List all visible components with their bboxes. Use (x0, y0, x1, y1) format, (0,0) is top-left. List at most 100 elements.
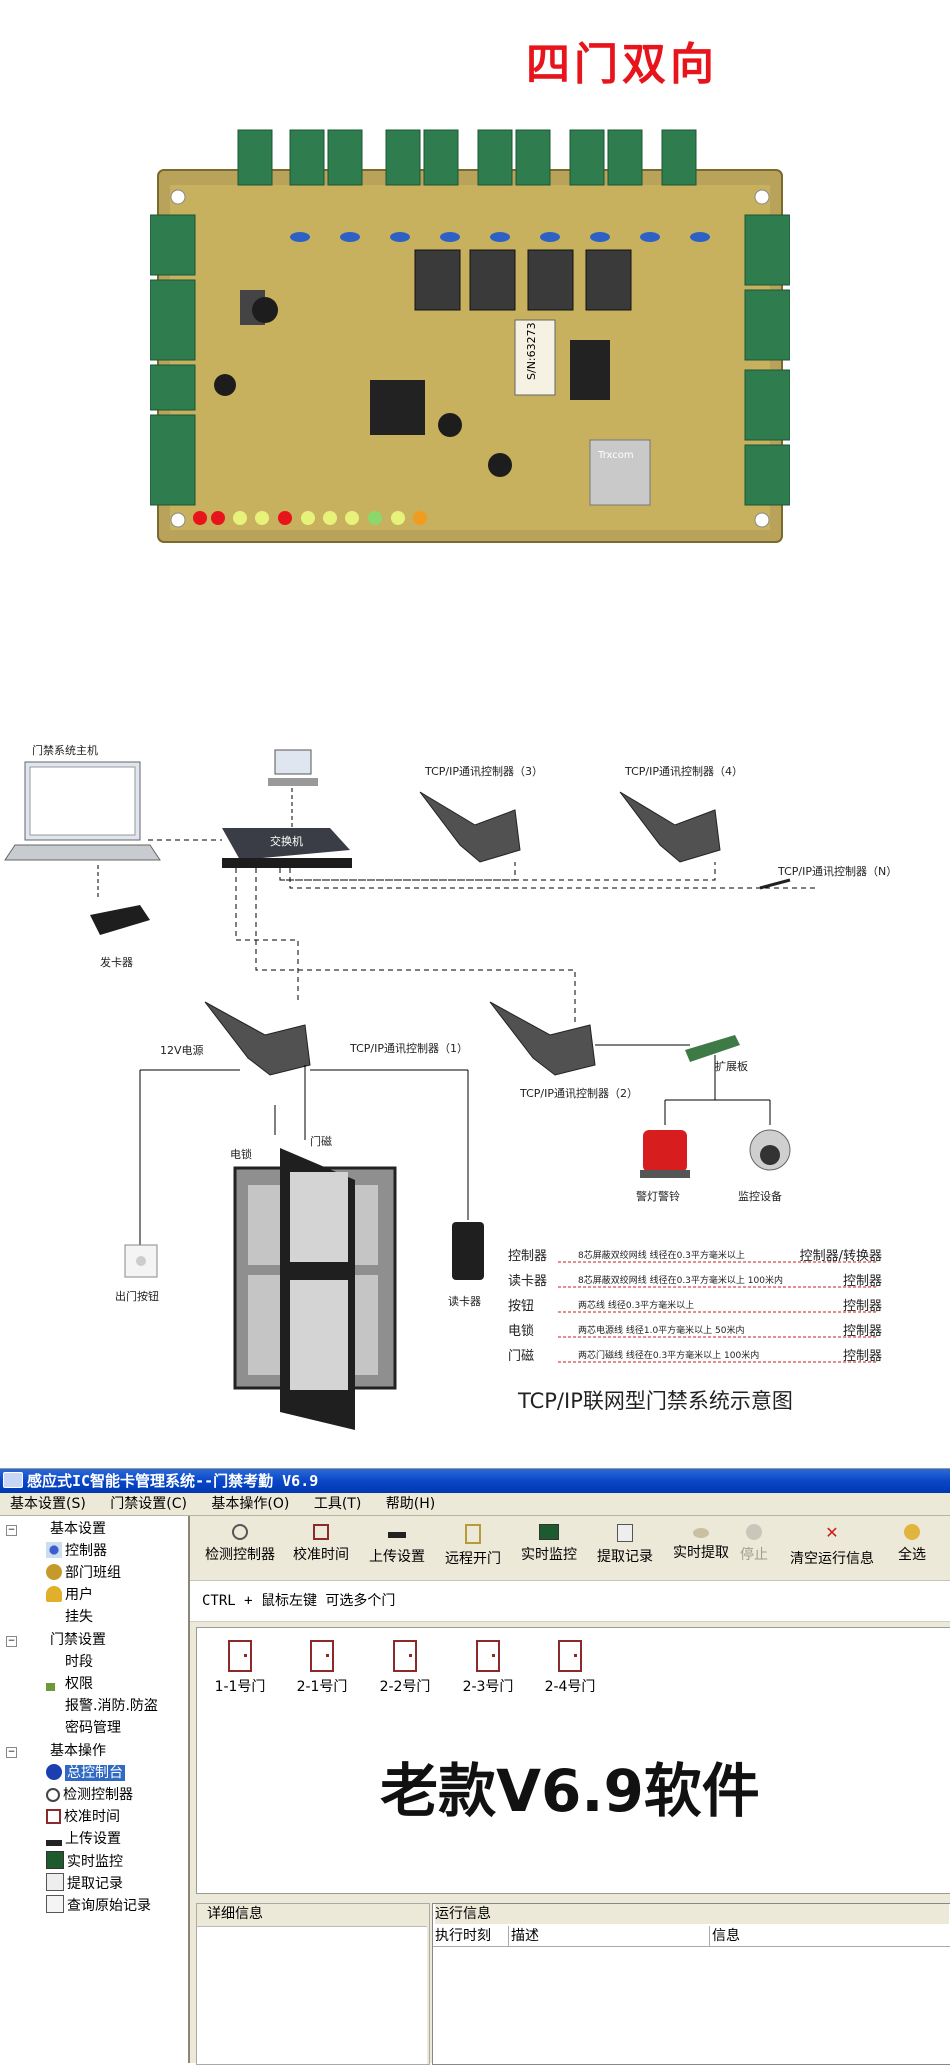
collapse-toggle-icon[interactable]: − (6, 1525, 17, 1536)
upload-settings-button[interactable]: 上传设置 (364, 1522, 430, 1576)
remote-open-button[interactable]: 远程开门 (440, 1522, 506, 1576)
version-overlay-text: 老款V6.9软件 (380, 1757, 760, 1825)
tree-item-realtime-monitor[interactable]: 实时监控 (46, 1851, 123, 1871)
tree-item-loss[interactable]: 挂失 (46, 1607, 93, 1627)
tree-item-query-records[interactable]: 查询原始记录 (46, 1895, 151, 1915)
door-item[interactable]: 2-4号门 (537, 1640, 603, 1696)
group-icon (46, 1564, 62, 1580)
controller1-icon (204, 1001, 311, 1076)
select-all-button[interactable]: 全选 (890, 1522, 934, 1576)
tree-group-basic-operations[interactable]: 基本操作 (50, 1743, 106, 1759)
menu-help[interactable]: 帮助(H) (385, 1496, 436, 1512)
tree-item-upload[interactable]: 上传设置 (46, 1829, 121, 1849)
door-label: 1-1号门 (214, 1679, 266, 1695)
menu-basic-settings[interactable]: 基本设置(S) (10, 1496, 86, 1512)
product-title: 四门双向 (526, 39, 718, 90)
door-item[interactable]: 2-1号门 (289, 1640, 355, 1696)
wiring-row-left: 按钮 (508, 1299, 534, 1314)
menu-door-settings[interactable]: 门禁设置(C) (110, 1496, 187, 1512)
check-controller-button[interactable]: 检测控制器 (200, 1522, 280, 1576)
multi-select-hint: CTRL + 鼠标左键 可选多个门 (190, 1581, 950, 1622)
button-label: 上传设置 (369, 1549, 425, 1565)
user-icon (46, 1586, 62, 1602)
door-label: 2-2号门 (379, 1679, 431, 1695)
tree-item-label: 实时监控 (67, 1854, 123, 1870)
camera-icon (749, 1129, 791, 1171)
collapse-toggle-icon[interactable]: − (6, 1636, 17, 1647)
tree-group-basic-settings[interactable]: 基本设置 (50, 1521, 106, 1537)
controller3-icon (419, 791, 521, 863)
exit-button-label: 出门按钮 (115, 1289, 159, 1303)
extract-records-button[interactable]: 提取记录 (592, 1522, 658, 1576)
door-label: 2-1号门 (296, 1679, 348, 1695)
calibrate-icon (46, 1809, 61, 1824)
card-issuer-icon (90, 905, 150, 935)
toolbar: 检测控制器 校准时间 上传设置 远程开门 实时监控 提取记录 实时提取 停止 ✕… (190, 1516, 950, 1581)
realtime-extract-button[interactable]: 实时提取 (668, 1522, 734, 1576)
menu-basic-operations[interactable]: 基本操作(O) (211, 1496, 290, 1512)
tree-item-user[interactable]: 用户 (46, 1585, 93, 1605)
door-icon (310, 1640, 334, 1672)
tree-item-extract-records[interactable]: 提取记录 (46, 1873, 123, 1893)
realtime-monitor-button[interactable]: 实时监控 (516, 1522, 582, 1576)
card-reader-icon (452, 1222, 484, 1280)
wiring-row-spec: 8芯屏蔽双绞网线 线径在0.3平方毫米以上 (578, 1249, 745, 1261)
collapse-toggle-icon[interactable]: − (6, 1747, 17, 1758)
host-label: 门禁系统主机 (32, 743, 98, 757)
monitor-label: 监控设备 (738, 1189, 782, 1203)
tree-item-label: 上传设置 (65, 1831, 121, 1847)
run-info-label: 运行信息 (435, 1904, 949, 1924)
button-label: 清空运行信息 (790, 1551, 874, 1567)
switch-label: 交换机 (270, 834, 303, 848)
wiring-row-spec: 两芯门磁线 线径在0.3平方毫米以上 100米内 (578, 1349, 759, 1361)
tree-item-time-period[interactable]: 时段 (46, 1652, 93, 1672)
wiring-row-spec: 8芯屏蔽双绞网线 线径在0.3平方毫米以上 100米内 (578, 1274, 783, 1286)
tree-item-label: 用户 (65, 1587, 93, 1603)
door-item[interactable]: 2-3号门 (455, 1640, 521, 1696)
tree-item-label: 密码管理 (65, 1720, 121, 1736)
stop-icon (746, 1524, 762, 1540)
wiring-row-left: 控制器 (508, 1249, 547, 1264)
stop-button[interactable]: 停止 (734, 1522, 774, 1576)
tree-item-label: 控制器 (65, 1543, 107, 1559)
wiring-row-spec: 两芯线 线径0.3平方毫米以上 (578, 1299, 694, 1311)
tree-item-permission[interactable]: 权限 (46, 1674, 93, 1694)
card-issuer-label: 发卡器 (100, 955, 133, 969)
blank-icon (46, 1608, 62, 1624)
tree-group-door-settings[interactable]: 门禁设置 (50, 1632, 106, 1648)
wiring-row-right: 控制器 (843, 1299, 882, 1314)
controller4-icon (619, 791, 721, 863)
column-header-time[interactable]: 执行时刻 (433, 1926, 509, 1947)
key-icon (46, 1683, 62, 1691)
tree-item-department[interactable]: 部门班组 (46, 1563, 121, 1583)
nav-tree: − 基本设置 控制器 部门班组 用户 挂失 − 门禁设置 时段 权限 报警.消防… (0, 1516, 190, 2063)
button-label: 实时监控 (521, 1547, 577, 1563)
blank-icon (46, 1653, 62, 1669)
tree-item-label: 权限 (65, 1676, 93, 1692)
calibrate-time-button[interactable]: 校准时间 (288, 1522, 354, 1576)
controller-icon (46, 1542, 62, 1558)
door-item[interactable]: 1-1号门 (207, 1640, 273, 1696)
wiring-row-right: 控制器 (843, 1324, 882, 1339)
tree-item-check-controller[interactable]: 检测控制器 (46, 1785, 133, 1805)
tree-item-controller[interactable]: 控制器 (46, 1541, 107, 1561)
tree-item-password[interactable]: 密码管理 (46, 1718, 121, 1738)
graduation-cap-icon (388, 1532, 406, 1538)
clear-run-info-button[interactable]: ✕清空运行信息 (782, 1522, 882, 1576)
column-header-info[interactable]: 信息 (710, 1926, 950, 1947)
info-icon (46, 1764, 62, 1780)
tree-item-console[interactable]: 总控制台 (46, 1763, 125, 1783)
menu-tools[interactable]: 工具(T) (313, 1496, 362, 1512)
door-item[interactable]: 2-2号门 (372, 1640, 438, 1696)
lock-label: 电锁 (230, 1147, 252, 1161)
door-list-panel: 1-1号门 2-1号门 2-2号门 2-3号门 2-4号门 (196, 1627, 950, 1894)
column-header-description[interactable]: 描述 (509, 1926, 710, 1947)
controller3-label: TCP/IP通讯控制器（3） (424, 764, 543, 778)
tree-item-calibrate-time[interactable]: 校准时间 (46, 1807, 120, 1827)
tree-item-alarm[interactable]: 报警.消防.防盗 (46, 1696, 158, 1716)
brand-label: Trxcom (597, 450, 634, 461)
alarm-label: 警灯警铃 (636, 1189, 680, 1203)
button-label: 实时提取 (673, 1545, 729, 1561)
tree-item-label: 提取记录 (67, 1876, 123, 1892)
